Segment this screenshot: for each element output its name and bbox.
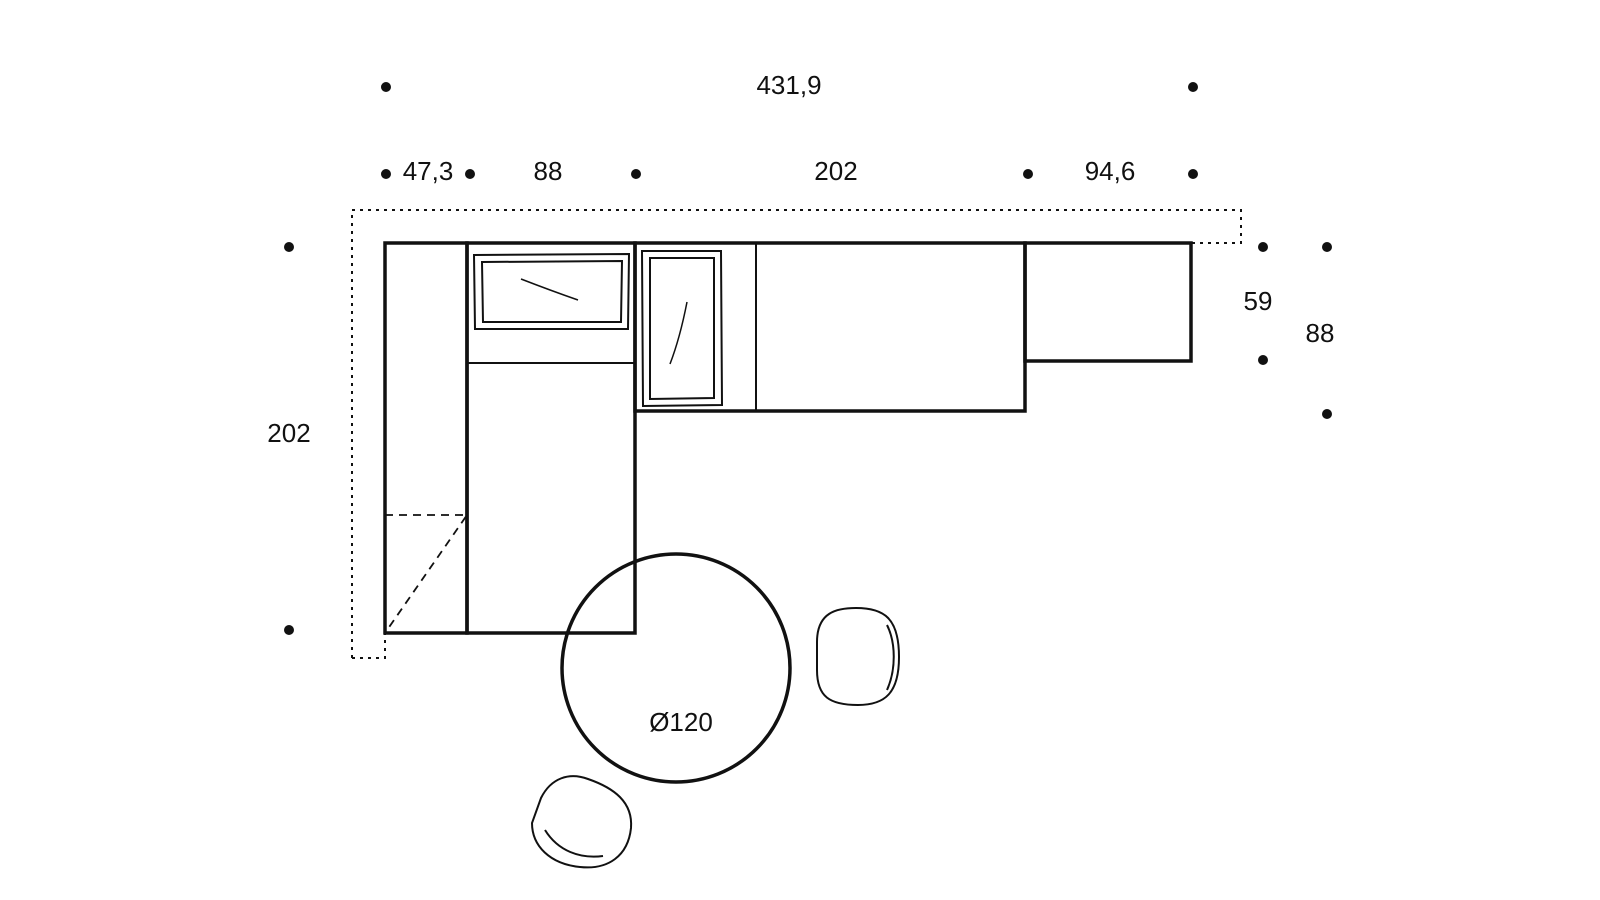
dim-dot xyxy=(631,169,641,179)
bed-horizontal xyxy=(633,241,1027,413)
dim-dot xyxy=(1258,242,1268,252)
pillow-vertical-bed xyxy=(472,252,631,330)
dim-dot xyxy=(1322,409,1332,419)
right-outer-depth-label: 88 xyxy=(1305,318,1335,348)
dim-dot xyxy=(1188,82,1198,92)
left-depth-label: 202 xyxy=(267,418,311,448)
clearance-outline xyxy=(351,209,1242,659)
total-width-label: 431,9 xyxy=(756,70,822,100)
dim-dot xyxy=(381,82,391,92)
dim-dot xyxy=(1322,242,1332,252)
dim-dot xyxy=(1188,169,1198,179)
stool-right xyxy=(816,606,901,707)
dim-dot xyxy=(465,169,475,179)
stool-bottom-left xyxy=(530,775,633,869)
dim-dot xyxy=(381,169,391,179)
bed-vertical xyxy=(465,241,637,635)
segment-1-width-label: 47,3 xyxy=(402,156,454,186)
dim-dot xyxy=(284,242,294,252)
segment-4-width-label: 94,6 xyxy=(1084,156,1136,186)
dim-dot xyxy=(284,625,294,635)
right-side-unit xyxy=(1023,241,1193,363)
pillow-horizontal-bed xyxy=(640,250,724,408)
dim-dot xyxy=(1023,169,1033,179)
dim-dot xyxy=(1258,355,1268,365)
dimension-markers xyxy=(284,82,1332,635)
door-swing-indicator xyxy=(384,514,469,634)
right-inner-depth-label: 59 xyxy=(1243,286,1273,316)
segment-2-width-label: 88 xyxy=(533,156,563,186)
table-diameter-label: Ø120 xyxy=(649,707,713,737)
round-table xyxy=(560,552,792,784)
segment-3-width-label: 202 xyxy=(814,156,858,186)
